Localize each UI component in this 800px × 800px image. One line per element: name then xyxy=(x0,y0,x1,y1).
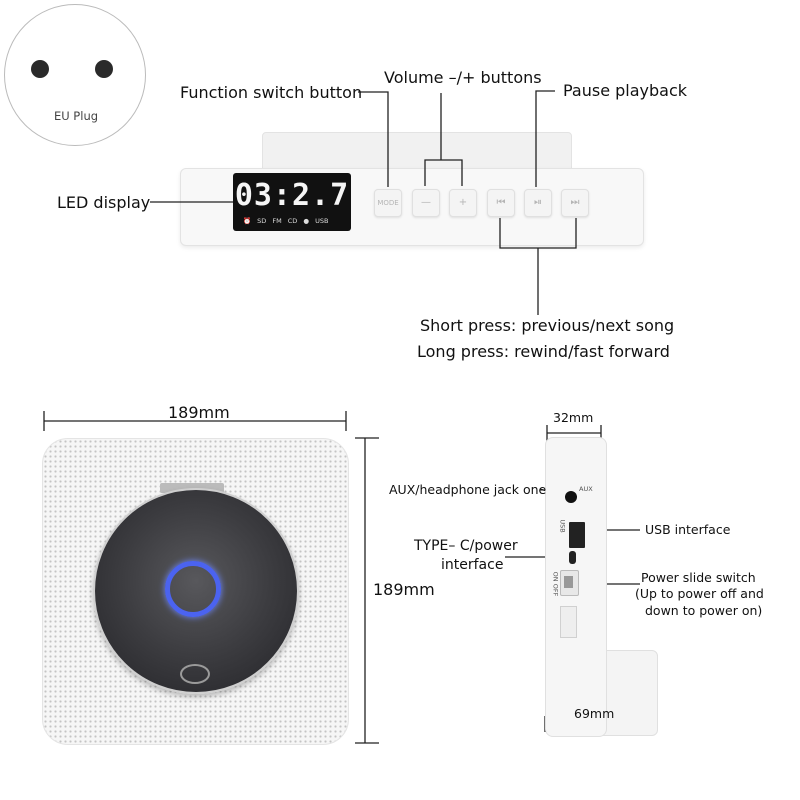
function-switch-leader xyxy=(358,91,389,187)
function-switch-label: Function switch button xyxy=(180,83,363,102)
power-label-line1: Power slide switch xyxy=(641,570,756,585)
power-microtext: ON OFF xyxy=(551,571,560,597)
plug-label: EU Plug xyxy=(53,109,99,123)
led-indicators: ⏰ SD FM CD ● USB xyxy=(243,217,329,225)
type-c-label-line2: interface xyxy=(441,557,504,573)
plug-pin-right xyxy=(95,60,113,78)
power-switch-knob xyxy=(564,576,573,588)
prev-next-bracket xyxy=(499,218,577,249)
next-button[interactable]: ⏭ xyxy=(561,189,589,217)
type-c-label-line1: TYPE– C/power xyxy=(414,538,518,554)
pause-leader xyxy=(535,90,555,187)
previous-button[interactable]: ⏮ xyxy=(487,189,515,217)
pause-label: Pause playback xyxy=(563,81,688,100)
usb-label: USB interface xyxy=(645,522,731,537)
play-pause-button[interactable]: ⏯ xyxy=(524,189,552,217)
mode-button[interactable]: MODE xyxy=(374,189,402,217)
long-press-label: Long press: rewind/fast forward xyxy=(417,342,670,361)
side-vent xyxy=(560,606,577,638)
led-display-label: LED display xyxy=(57,193,151,212)
usb-microtext: USB xyxy=(558,519,567,533)
plug-pin-left xyxy=(31,60,49,78)
type-c-port xyxy=(569,551,576,564)
power-label-line2: (Up to power off and xyxy=(635,586,764,601)
aux-microtext: AUX xyxy=(579,485,593,493)
power-label-line3: down to power on) xyxy=(645,603,763,618)
front-height-label: 189mm xyxy=(373,580,435,599)
aux-label: AUX/headphone jack one xyxy=(389,482,547,497)
volume-label: Volume –/+ buttons xyxy=(384,68,542,87)
led-display: 03:2.7 ⏰ SD FM CD ● USB xyxy=(233,173,351,231)
volume-down-button[interactable]: — xyxy=(412,189,440,217)
short-press-label: Short press: previous/next song xyxy=(420,316,675,335)
front-width-label: 189mm xyxy=(168,403,230,422)
brand-logo-icon xyxy=(180,664,210,684)
volume-up-button[interactable]: + xyxy=(449,189,477,217)
side-bottom-dim-label: 69mm xyxy=(574,706,615,721)
aux-jack-port xyxy=(565,491,577,503)
eu-plug-illustration: EU Plug xyxy=(4,4,146,146)
led-digits: 03:2.7 xyxy=(234,178,350,213)
led-ring-light xyxy=(165,561,221,617)
volume-leader-bracket xyxy=(424,159,463,186)
side-top-dim-label: 32mm xyxy=(553,410,594,425)
usb-port xyxy=(569,522,585,548)
